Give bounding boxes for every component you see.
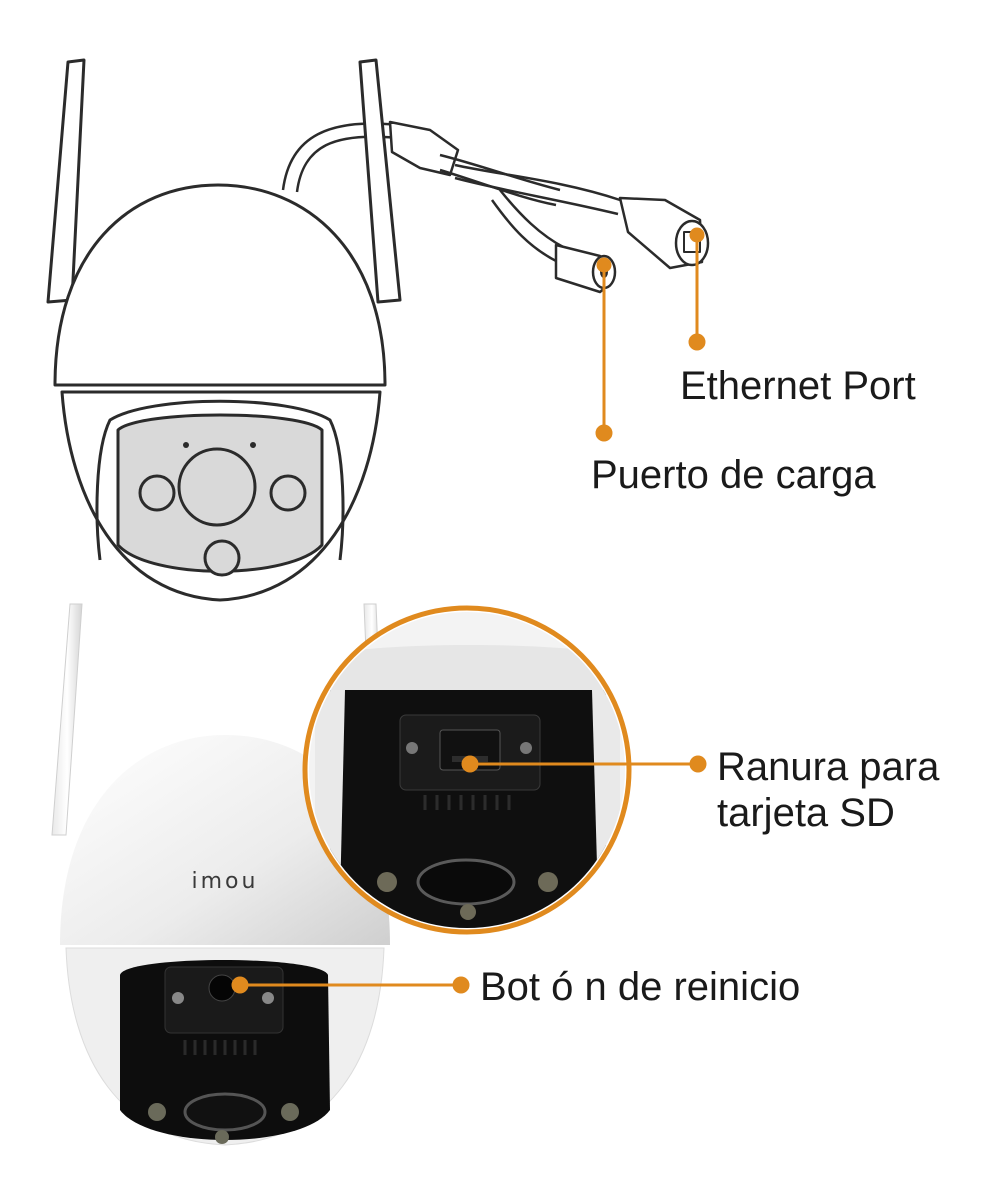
reset-button-label: Bot ó n de reinicio xyxy=(480,965,801,1009)
dome xyxy=(53,183,387,387)
ethernet-port-label: Ethernet Port xyxy=(680,364,916,408)
right-antenna xyxy=(358,58,402,304)
leader-lines-bottom xyxy=(231,755,707,994)
sd-slot-label-line1: Ranura para xyxy=(717,745,940,789)
sd-pointer-dot xyxy=(689,755,707,773)
line-drawing-camera xyxy=(46,58,402,602)
product-left-antenna xyxy=(51,603,83,836)
leader-lines-top xyxy=(595,227,706,442)
reset-button xyxy=(208,974,236,1002)
main-lens xyxy=(177,447,257,527)
bottom-led xyxy=(203,539,241,577)
charging-port-label: Puerto de carga xyxy=(591,453,876,497)
imou-logo: imou xyxy=(192,869,259,894)
charging-pointer-dot xyxy=(595,424,613,442)
reset-pointer-dot xyxy=(452,976,470,994)
left-antenna xyxy=(46,58,86,304)
product-lens xyxy=(183,1092,267,1132)
sd-slot-label: Ranura para tarjeta SD xyxy=(717,744,939,836)
ethernet-pointer-dot xyxy=(688,333,706,351)
sd-slot-label-line2: tarjeta SD xyxy=(717,791,895,835)
product-camera: imou xyxy=(51,603,390,1146)
left-ir-led xyxy=(138,474,176,512)
right-ir-led xyxy=(269,474,307,512)
cable-harness xyxy=(388,120,710,294)
